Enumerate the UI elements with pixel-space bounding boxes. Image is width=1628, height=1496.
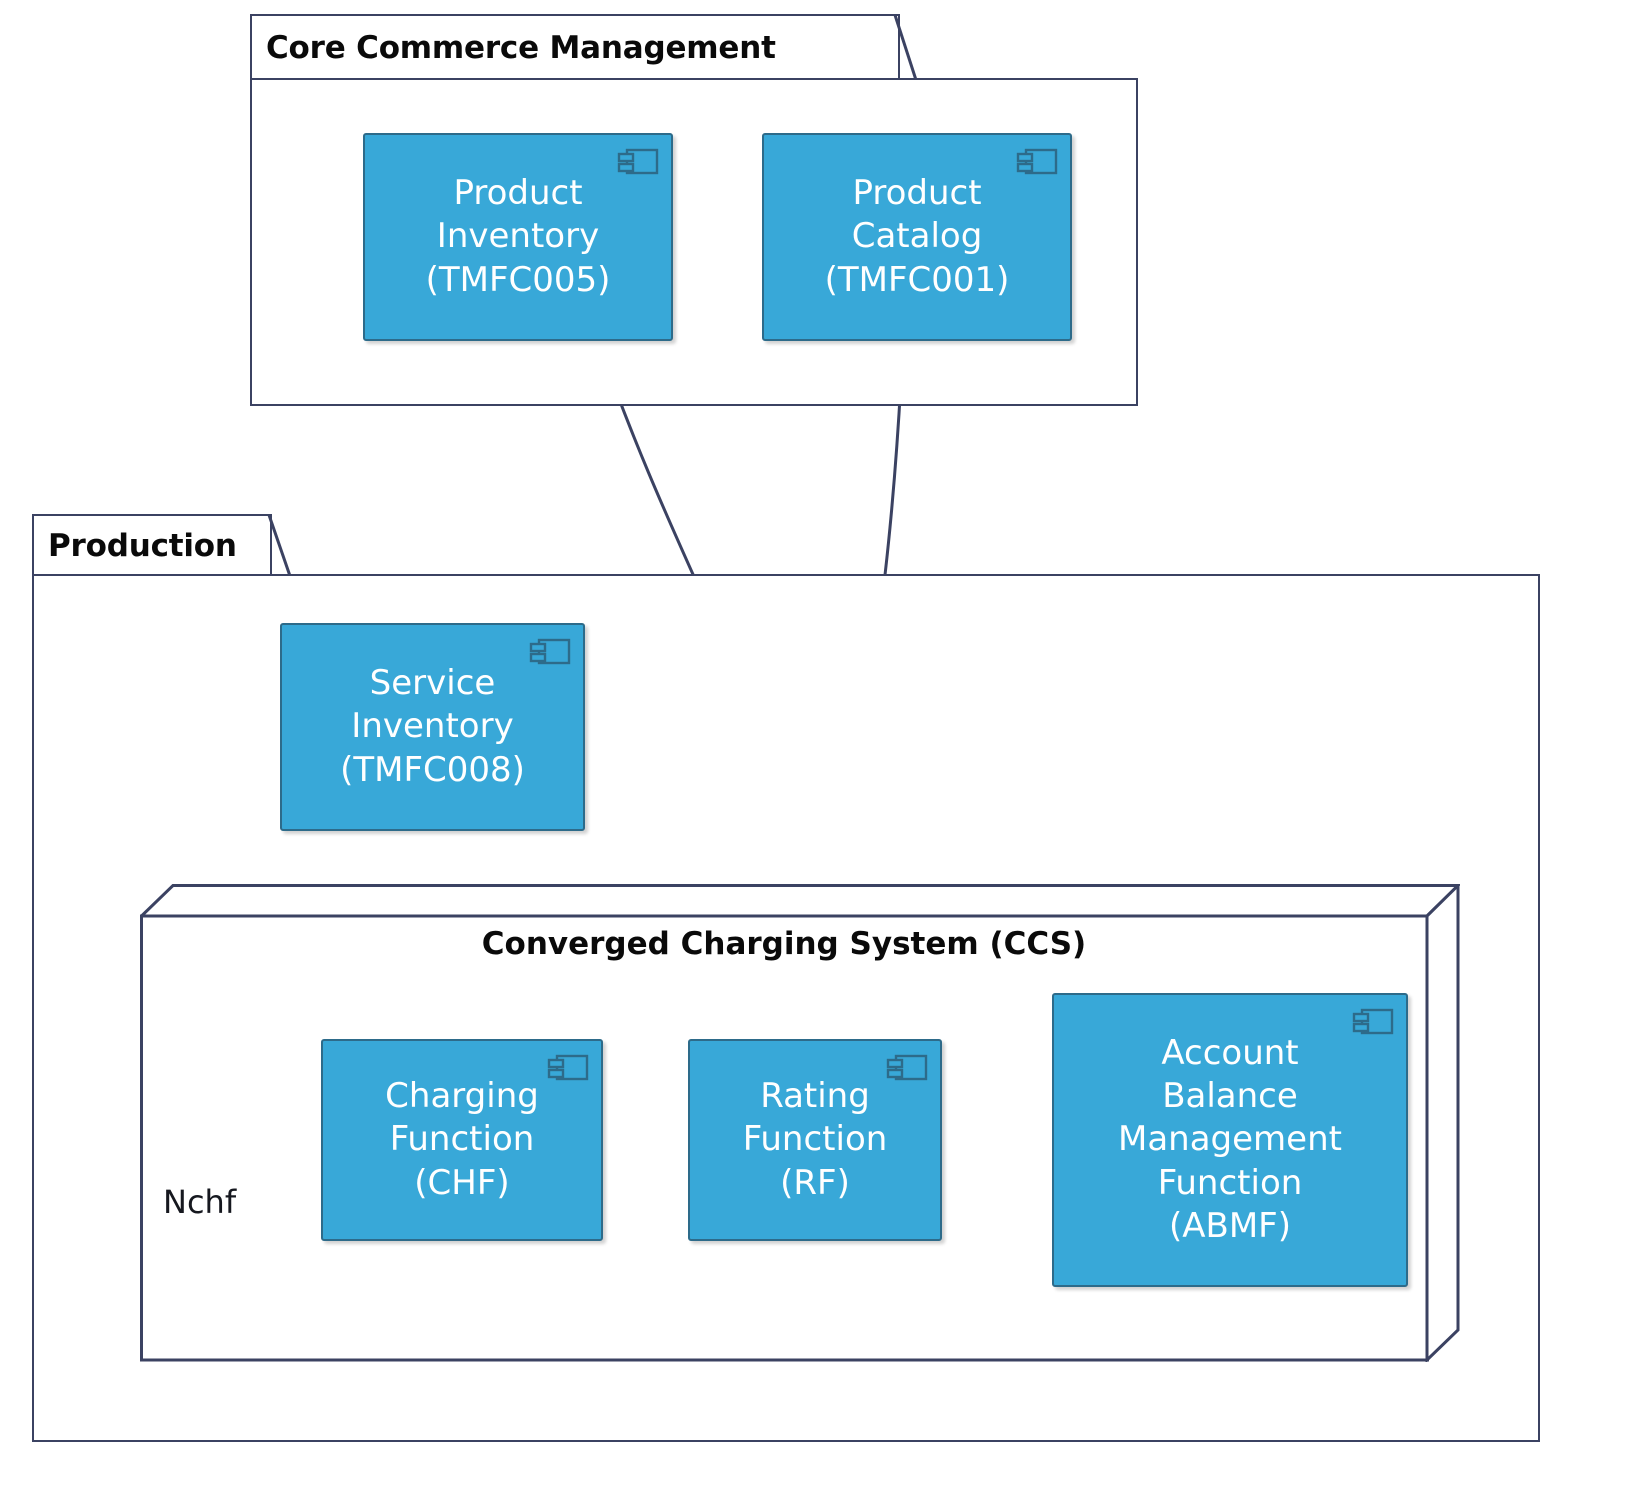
- package-tab-production: Production: [32, 514, 272, 576]
- component-label-abmf: Account Balance Management Function (ABM…: [1118, 1033, 1342, 1246]
- component-icon: [886, 1054, 928, 1081]
- node-title-ccs: Converged Charging System (CCS): [481, 926, 1087, 962]
- component-service-inventory[interactable]: Service Inventory (TMFC008): [280, 623, 585, 831]
- component-label-rating-function: Rating Function (RF): [742, 1076, 888, 1203]
- component-label-product-inventory: Product Inventory (TMFC005): [425, 173, 611, 300]
- package-tab-slant-production: [267, 514, 292, 577]
- package-tab-core-commerce: Core Commerce Management: [250, 14, 900, 80]
- component-abmf[interactable]: Account Balance Management Function (ABM…: [1052, 993, 1408, 1287]
- package-title-production: Production: [48, 528, 237, 564]
- component-icon: [1352, 1008, 1394, 1035]
- component-label-charging-function: Charging Function (CHF): [385, 1076, 539, 1203]
- component-rating-function[interactable]: Rating Function (RF): [688, 1039, 942, 1241]
- component-icon: [617, 148, 659, 175]
- component-label-service-inventory: Service Inventory (TMFC008): [340, 663, 525, 790]
- component-product-catalog[interactable]: Product Catalog (TMFC001): [762, 133, 1072, 341]
- component-icon: [529, 638, 571, 665]
- component-icon: [1016, 148, 1058, 175]
- component-product-inventory[interactable]: Product Inventory (TMFC005): [363, 133, 673, 341]
- component-label-product-catalog: Product Catalog (TMFC001): [824, 173, 1010, 300]
- component-charging-function[interactable]: Charging Function (CHF): [321, 1039, 603, 1241]
- interface-label-nchf: Nchf: [163, 1183, 237, 1221]
- component-icon: [547, 1054, 589, 1081]
- package-title-core-commerce: Core Commerce Management: [266, 30, 776, 66]
